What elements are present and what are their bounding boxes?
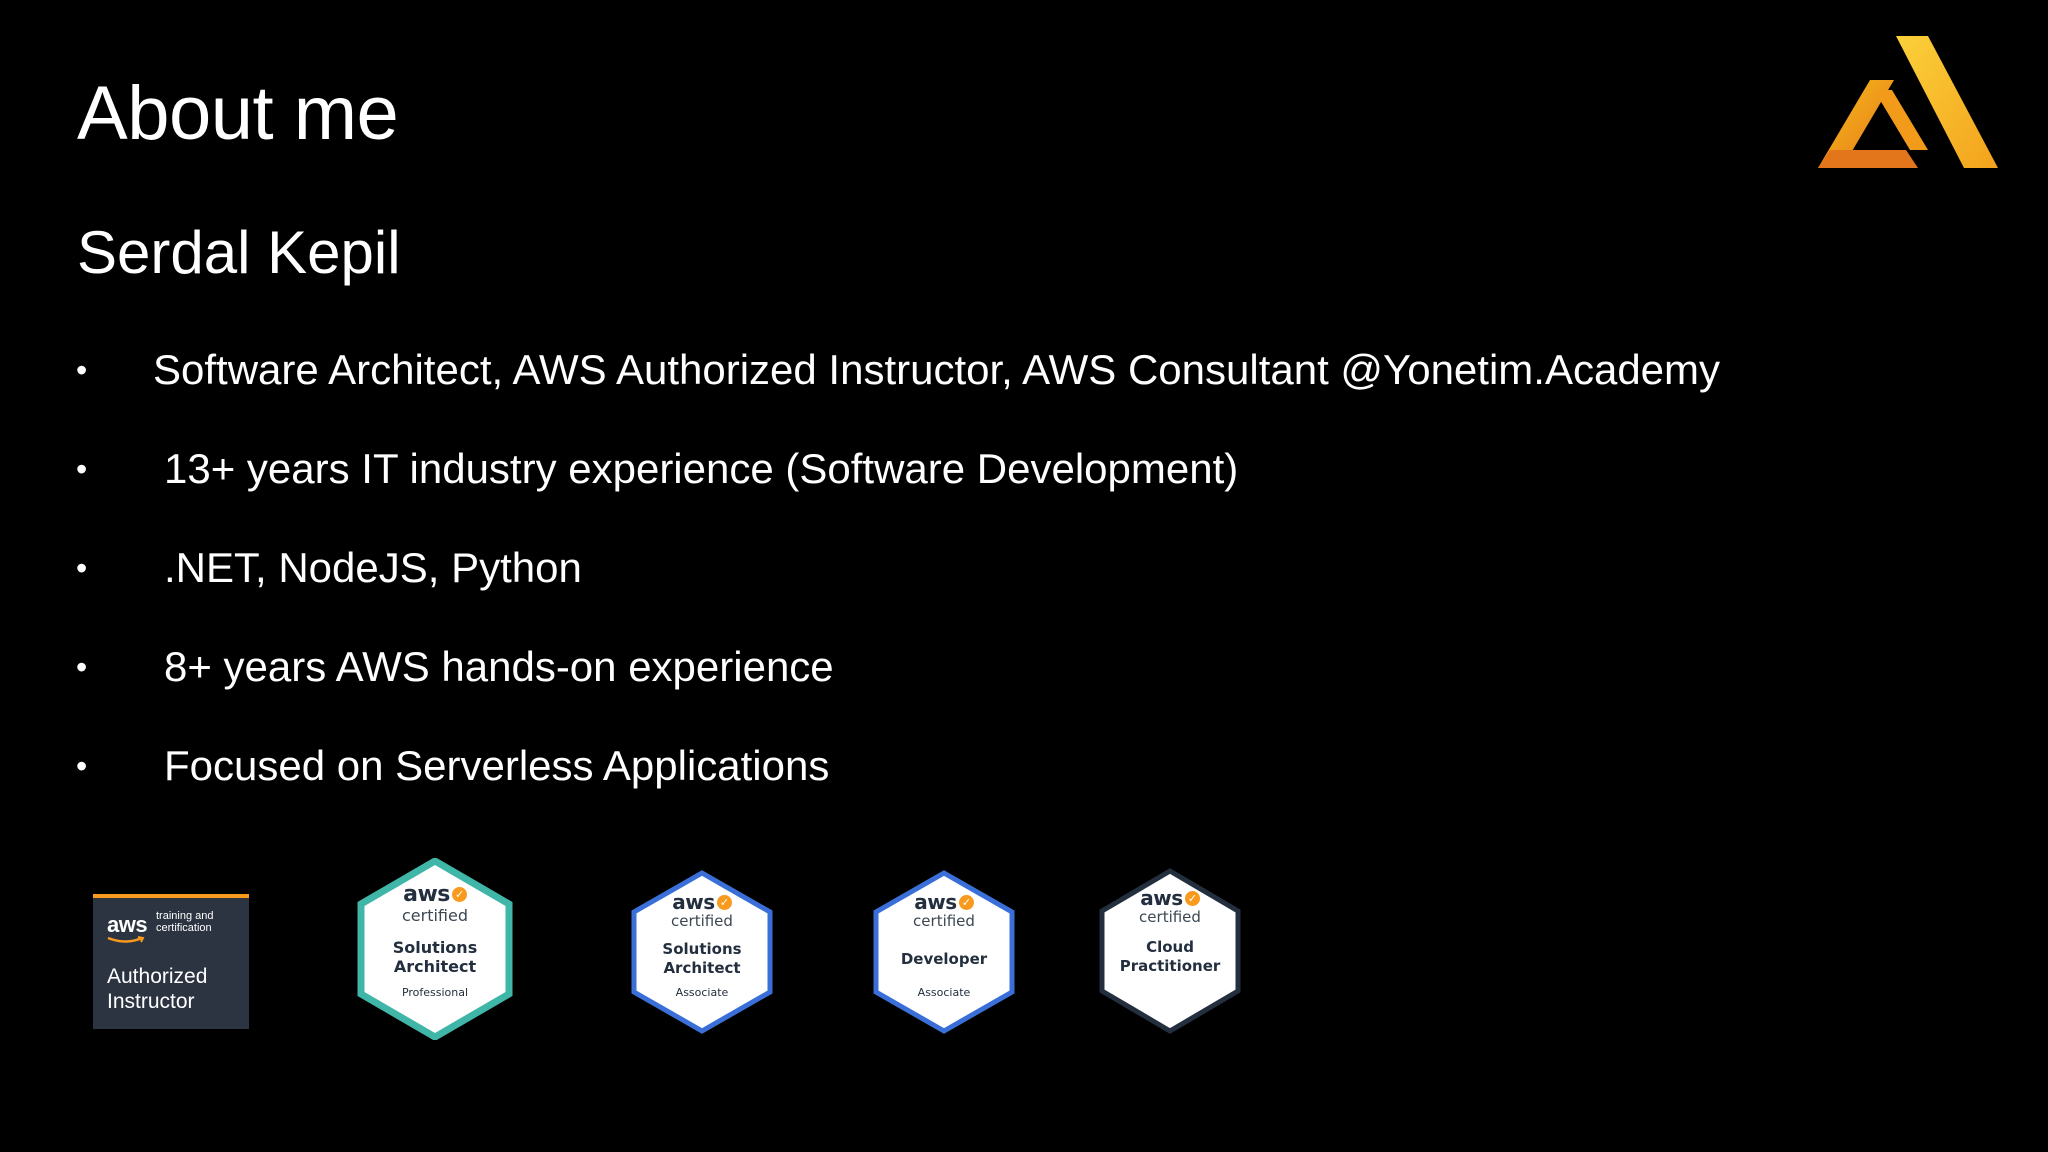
experience-list: • Software Architect, AWS Authorized Ins… — [0, 340, 2048, 835]
cert-name-line1: Cloud — [1146, 938, 1194, 956]
aws-brand-text: aws✓ — [357, 882, 513, 907]
cert-level: Associate — [917, 986, 971, 999]
list-item: • Software Architect, AWS Authorized Ins… — [0, 340, 2048, 439]
hexagon-shape — [631, 870, 773, 1034]
check-badge-icon: ✓ — [1184, 891, 1200, 906]
list-item-text: 8+ years AWS hands-on experience — [164, 643, 834, 690]
list-item-text: .NET, NodeJS, Python — [164, 544, 582, 591]
list-item-text: Focused on Serverless Applications — [164, 742, 830, 789]
slide-title: About me — [77, 71, 399, 156]
aws-brand-text: aws✓ — [1098, 886, 1242, 910]
cert-level: Professional — [401, 986, 469, 999]
list-item-text: 13+ years IT industry experience (Softwa… — [164, 445, 1239, 492]
check-badge-icon: ✓ — [958, 895, 974, 910]
aws-brand-text: aws✓ — [872, 890, 1016, 914]
list-item: • 13+ years IT industry experience (Soft… — [0, 439, 2048, 538]
solutions-architect-associate-badge: aws✓ certified Solutions Architect Assoc… — [630, 870, 774, 1034]
authorized-instructor-badge: aws training and certification Authorize… — [93, 894, 249, 1029]
bullet-dot: • — [76, 352, 88, 388]
cert-name-line1: Developer — [900, 950, 988, 968]
cert-name-line2: Practitioner — [1119, 957, 1221, 975]
cloud-practitioner-badge: aws✓ certified Cloud Practitioner — [1098, 868, 1242, 1034]
hexagon-shape — [357, 858, 513, 1040]
certified-label: certified — [913, 912, 975, 930]
list-item: • 8+ years AWS hands-on experience — [0, 637, 2048, 736]
cert-name-line2: Architect — [393, 957, 477, 976]
list-item: • Focused on Serverless Applications — [0, 736, 2048, 835]
bullet-dot: • — [76, 550, 88, 586]
list-item: • .NET, NodeJS, Python — [0, 538, 2048, 637]
cert-name-line1: Solutions — [392, 938, 478, 957]
list-item-text: Software Architect, AWS Authorized Instr… — [153, 346, 1721, 393]
certified-label: certified — [401, 906, 468, 925]
check-badge-icon: ✓ — [716, 895, 732, 910]
certification-badges: aws training and certification Authorize… — [0, 850, 2048, 1050]
check-badge-icon: ✓ — [451, 887, 467, 902]
cert-name-line2: Architect — [663, 959, 741, 977]
aws-smile-icon — [107, 936, 145, 943]
badge-tagline: training and certification — [156, 910, 214, 934]
cert-name-line1: Solutions — [662, 940, 742, 958]
hexagon-shape — [873, 870, 1015, 1034]
badge-title: Authorized Instructor — [107, 965, 208, 1013]
aws-sam-logo-icon — [1818, 36, 1998, 168]
bullet-dot: • — [76, 649, 88, 685]
cert-level: Associate — [675, 986, 729, 999]
presenter-name: Serdal Kepil — [77, 219, 401, 286]
developer-associate-badge: aws✓ certified Developer Associate — [872, 870, 1016, 1034]
bullet-dot: • — [76, 451, 88, 487]
bullet-dot: • — [76, 748, 88, 784]
aws-brand-text: aws — [107, 912, 148, 937]
hexagon-shape — [1099, 868, 1241, 1034]
certified-label: certified — [671, 912, 733, 930]
certified-label: certified — [1139, 908, 1201, 926]
aws-brand-text: aws✓ — [630, 890, 774, 914]
solutions-architect-professional-badge: aws✓ certified Solutions Architect Profe… — [357, 858, 513, 1040]
